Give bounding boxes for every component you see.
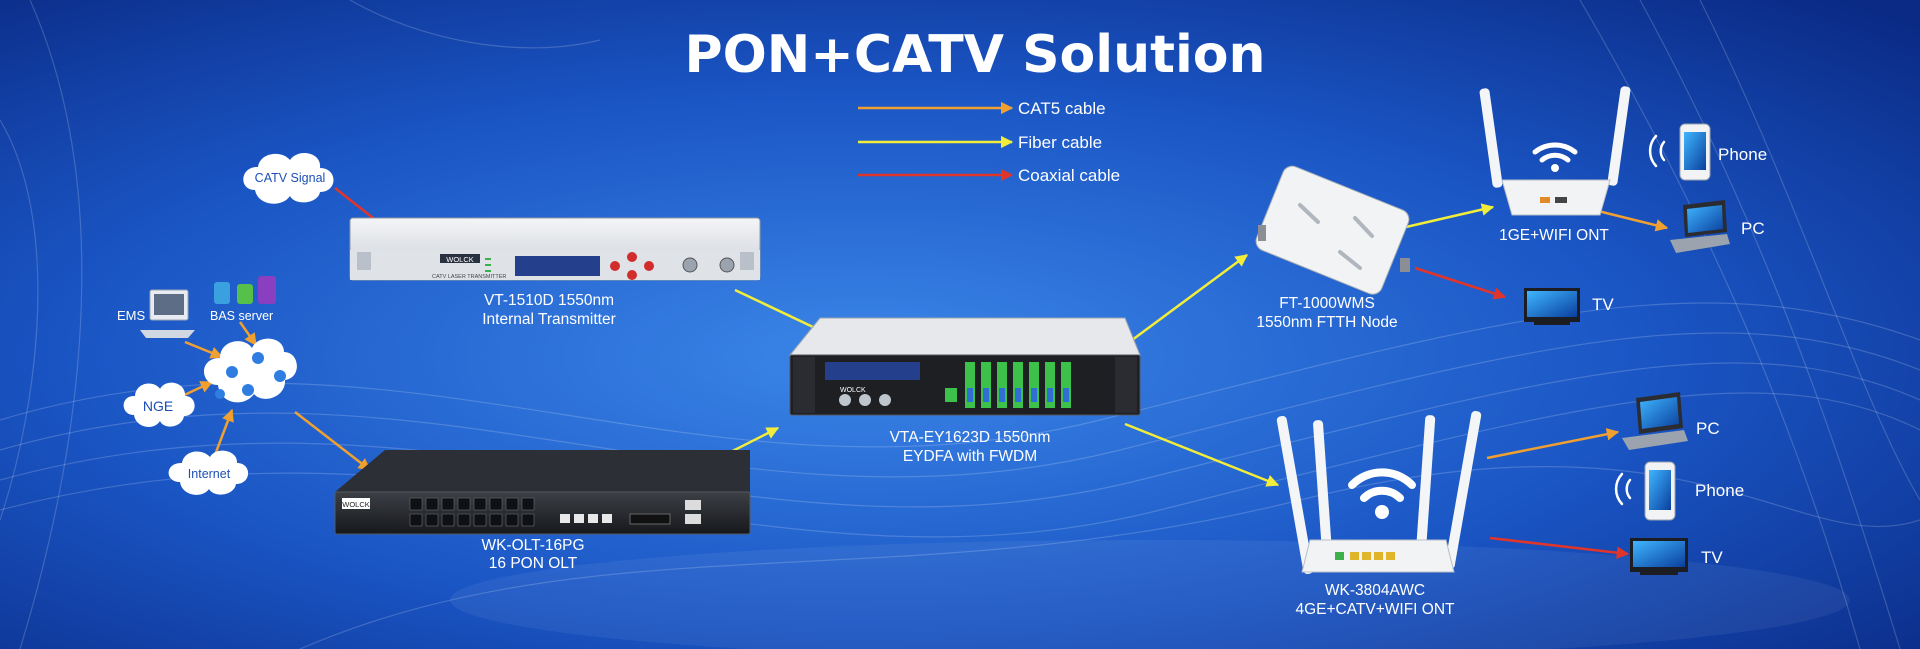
nge-cloud: NGE	[123, 382, 195, 427]
cat5-bas-to-cloud	[238, 321, 258, 347]
node-desc-label: 1550nm FTTH Node	[1256, 314, 1397, 331]
page-title: PON+CATV Solution	[684, 25, 1265, 85]
transmitter-panel-text: CATV LASER TRANSMITTER	[432, 274, 506, 280]
ont2-desc-label: 4GE+CATV+WIFI ONT	[1295, 601, 1455, 618]
catv-signal-label: CATV Signal	[255, 171, 326, 185]
ems-label: EMS	[117, 308, 146, 323]
coax-ont2-to-tv	[1489, 536, 1630, 559]
ont1-model-label: 1GE+WIFI ONT	[1499, 227, 1609, 244]
laptop-icon-bottom	[1622, 392, 1688, 450]
phone-icon-bottom	[1614, 461, 1676, 521]
ems-computer-icon	[140, 289, 195, 338]
tv-top-label: TV	[1592, 295, 1614, 314]
bas-server-icon	[214, 276, 276, 304]
legend-cat5-label: CAT5 cable	[1018, 99, 1106, 118]
phone-icon	[1648, 123, 1711, 181]
nge-label: NGE	[143, 398, 173, 414]
background-glow	[450, 540, 1850, 649]
fiber-node-to-ont1	[1405, 203, 1495, 229]
legend-coax-label: Coaxial cable	[1018, 166, 1120, 185]
internet-label: Internet	[188, 467, 231, 481]
cat5-ont1-to-pc	[1589, 207, 1669, 232]
laptop-icon	[1670, 200, 1730, 253]
phone-top-label: Phone	[1718, 145, 1767, 164]
edfa-model-label: VTA-EY1623D 1550nm	[890, 429, 1051, 446]
transmitter-brand: WOLCK	[446, 255, 474, 264]
olt-switch-icon: WOLCK	[334, 450, 751, 535]
ftth-node-icon	[1255, 165, 1410, 295]
olt-brand: WOLCK	[342, 500, 370, 509]
fiber-edfa-to-ont2	[1124, 422, 1280, 487]
catv-signal-cloud: CATV Signal	[243, 153, 334, 204]
edfa-desc-label: EYDFA with FWDM	[903, 448, 1037, 465]
tv-icon-bottom	[1630, 538, 1688, 575]
rack-transmitter-icon: WOLCK CATV LASER TRANSMITTER	[349, 217, 761, 281]
transmitter-desc-label: Internal Transmitter	[482, 311, 616, 328]
bas-server-label: BAS server	[210, 309, 273, 323]
legend: CAT5 cable Fiber cable Coaxial cable	[858, 99, 1120, 185]
tv-bottom-label: TV	[1701, 548, 1723, 567]
node-model-label: FT-1000WMS	[1279, 295, 1375, 312]
edfa-brand: WOLCK	[840, 387, 866, 394]
pc-top-label: PC	[1741, 219, 1765, 238]
cat5-ont2-to-pc	[1486, 428, 1620, 460]
cat5-cloud-to-olt	[294, 411, 371, 471]
network-router-icons	[215, 352, 286, 399]
legend-fiber-label: Fiber cable	[1018, 133, 1102, 152]
fiber-edfa-to-node	[1127, 253, 1249, 345]
wifi-router-icon	[1479, 86, 1631, 216]
network-cloud	[204, 338, 297, 403]
olt-model-label: WK-OLT-16PG	[481, 537, 584, 554]
coax-node-to-tv	[1414, 266, 1507, 300]
wifi-router-icon-large	[1276, 410, 1482, 575]
cat5-internet-to-cloud	[213, 408, 234, 456]
internet-cloud: Internet	[168, 450, 249, 495]
pc-bottom-label: PC	[1696, 419, 1720, 438]
cat5-ems-to-cloud	[184, 340, 224, 359]
phone-bottom-label: Phone	[1695, 481, 1744, 500]
tv-icon	[1524, 288, 1580, 325]
edfa-amplifier-icon: WOLCK	[788, 317, 1141, 416]
transmitter-model-label: VT-1510D 1550nm	[484, 292, 614, 309]
olt-desc-label: 16 PON OLT	[489, 555, 578, 572]
ont2-model-label: WK-3804AWC	[1325, 582, 1425, 599]
